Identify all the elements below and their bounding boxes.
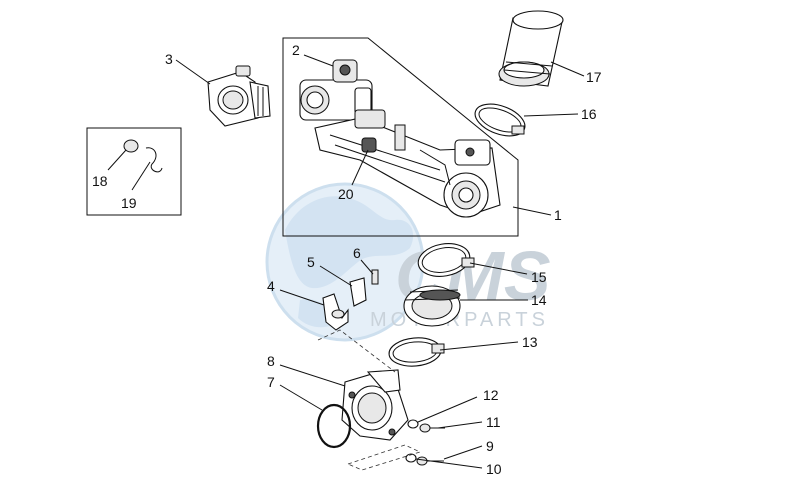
callout-3: 3 [165, 51, 173, 67]
watermark-globe [265, 182, 425, 342]
bolt-part-11 [419, 423, 445, 433]
clamp-part-16 [474, 103, 526, 137]
callout-14: 14 [531, 292, 547, 308]
callout-5: 5 [307, 254, 315, 270]
callout-16: 16 [581, 106, 597, 122]
callout-7: 7 [267, 374, 275, 390]
callout-labels: 1 2 3 4 5 6 7 8 9 10 11 12 13 14 15 16 1… [92, 42, 602, 477]
lower-manifold-part-8 [341, 369, 409, 441]
intake-boot-part-17 [498, 10, 564, 87]
bracket-part-5 [349, 277, 367, 307]
throttle-body-part-2 [299, 59, 373, 121]
callout-12: 12 [483, 387, 499, 403]
callout-2: 2 [292, 42, 300, 58]
clip-part-19 [145, 147, 163, 173]
callout-1: 1 [554, 207, 562, 223]
injector-part-4 [322, 293, 349, 331]
callout-9: 9 [486, 438, 494, 454]
kit-box-18-19 [86, 127, 182, 216]
throttle-assembly-part-1 [314, 109, 501, 218]
callout-20: 20 [338, 186, 354, 202]
screw-part-6 [371, 269, 379, 285]
cap-part-18 [123, 139, 139, 153]
sensor-part-20 [361, 137, 377, 153]
assembly-frame-1 [282, 37, 519, 237]
washer-part-12 [407, 419, 419, 429]
leader-lines [107, 54, 585, 469]
callout-6: 6 [353, 245, 361, 261]
callout-13: 13 [522, 334, 538, 350]
callout-15: 15 [531, 269, 547, 285]
o-ring-part-7 [316, 403, 352, 449]
manifold-part-3 [207, 65, 271, 127]
clamp-part-13 [388, 337, 445, 367]
washer-part-10 [405, 453, 417, 463]
callout-17: 17 [586, 69, 602, 85]
callout-8: 8 [267, 353, 275, 369]
adapter-sleeve-part-14 [403, 285, 461, 327]
clamp-part-15 [417, 243, 475, 277]
assembly-guides [317, 329, 422, 471]
callout-18: 18 [92, 173, 108, 189]
callout-10: 10 [486, 461, 502, 477]
callout-19: 19 [121, 195, 137, 211]
callout-4: 4 [267, 278, 275, 294]
callout-11: 11 [486, 414, 501, 430]
watermark-subtitle: MOTORPARTS [370, 309, 549, 331]
